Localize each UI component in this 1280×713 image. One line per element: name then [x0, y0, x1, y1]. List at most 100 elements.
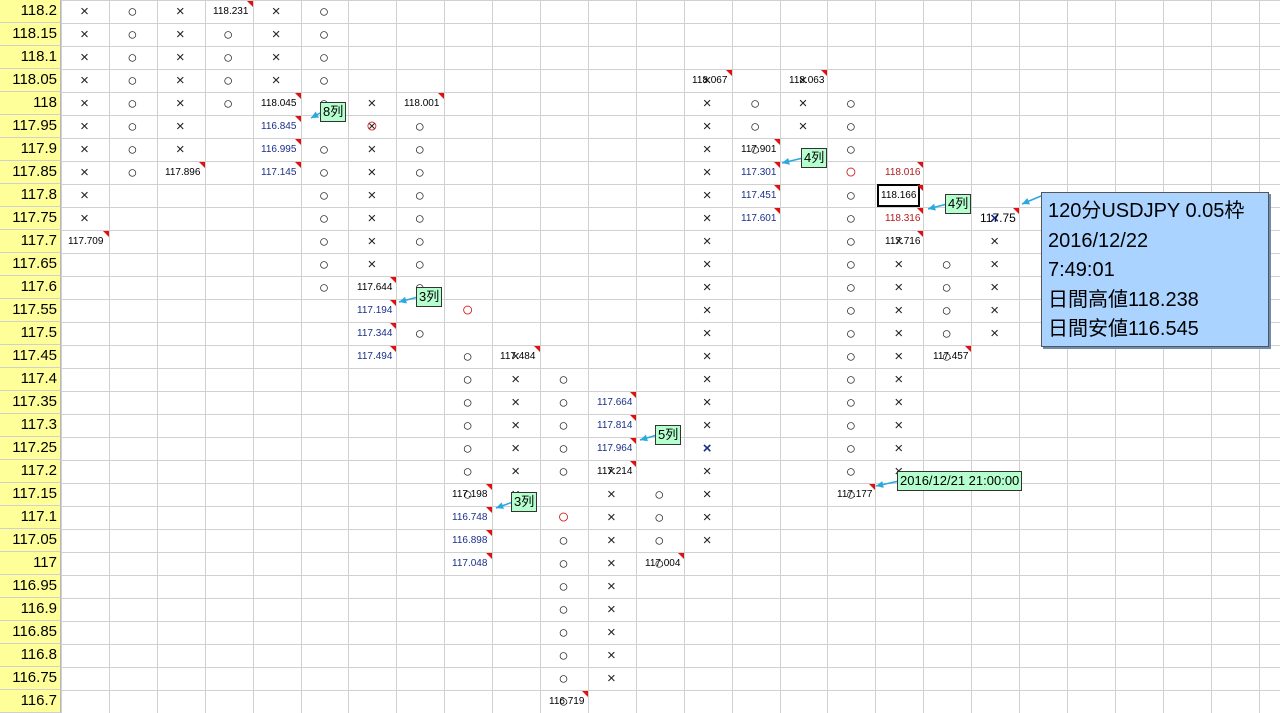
comment-marker-icon [726, 70, 732, 76]
x-mark: × [702, 348, 712, 365]
o-mark: ○ [845, 347, 857, 366]
price-level: 117.65 [0, 253, 61, 276]
x-mark: × [80, 164, 89, 181]
x-mark: × [80, 118, 89, 135]
o-mark: ○ [845, 439, 857, 458]
x-mark: × [990, 256, 999, 273]
comment-marker-icon [774, 139, 780, 145]
o-mark: ○ [223, 25, 234, 44]
o-mark: ○ [462, 347, 473, 366]
x-mark: × [607, 601, 616, 618]
o-mark: ○ [654, 531, 665, 550]
o-mark: ○ [558, 554, 569, 573]
o-mark: ○ [127, 25, 138, 44]
callout-note[interactable]: 2016/12/21 21:00:00 [897, 471, 1023, 491]
price-label: 117.664 [597, 397, 633, 408]
x-mark: × [702, 371, 712, 388]
x-mark: × [607, 509, 616, 526]
o-mark: ○ [223, 48, 234, 67]
x-mark: × [990, 302, 999, 319]
price-label: 116.845 [261, 121, 297, 132]
o-mark: ○ [654, 554, 665, 573]
x-mark: × [80, 3, 89, 20]
o-mark: ○ [845, 485, 857, 504]
callout-note[interactable]: 4列 [801, 148, 828, 168]
callout-note[interactable]: 4列 [945, 194, 972, 214]
price-label: 117.344 [357, 328, 393, 339]
x-mark: × [367, 256, 377, 273]
o-mark: ○ [845, 186, 857, 205]
price-label: 117.601 [741, 213, 777, 224]
price-label: 117.145 [261, 167, 297, 178]
comment-marker-icon [390, 346, 396, 352]
o-mark: ○ [462, 485, 473, 504]
price-label: 117.457 [933, 351, 969, 362]
o-mark: ○ [845, 94, 857, 113]
o-mark: ○ [845, 416, 857, 435]
price-level: 117.5 [0, 322, 61, 345]
price-level: 116.75 [0, 667, 61, 690]
info-line-date: 2016/12/22 [1048, 229, 1149, 252]
o-mark: ○ [558, 600, 569, 619]
o-mark: ○ [223, 94, 234, 113]
price-level: 117.8 [0, 184, 61, 207]
price-label: 117.644 [357, 282, 393, 293]
o-mark: ○ [845, 393, 857, 412]
price-label: 117.214 [597, 466, 633, 477]
x-mark: × [894, 371, 904, 388]
x-mark: × [175, 26, 185, 43]
callout-note[interactable]: 5列 [655, 425, 682, 445]
info-line-low: 日間安値116.545 [1048, 318, 1199, 340]
price-level: 117.9 [0, 138, 61, 161]
o-mark: ○ [414, 324, 425, 343]
o-mark: ○ [845, 140, 857, 159]
o-mark: ○ [558, 462, 569, 481]
o-mark: ○ [414, 232, 425, 251]
o-mark: ○ [318, 2, 330, 21]
o-mark: ○ [318, 25, 330, 44]
x-mark: × [894, 325, 904, 342]
x-mark: × [80, 95, 89, 112]
comment-marker-icon [486, 530, 492, 536]
price-level: 117.05 [0, 529, 61, 552]
x-mark: × [702, 72, 712, 89]
price-level: 117.7 [0, 230, 61, 253]
x-mark: × [798, 95, 808, 112]
info-line-high: 日間高値118.238 [1048, 288, 1199, 311]
callout-note[interactable]: 3列 [511, 492, 538, 512]
price-level: 117.45 [0, 345, 61, 368]
info-box[interactable]: 120分USDJPY 0.05枠 2016/12/22 7:49:01 日間高値… [1041, 192, 1269, 347]
comment-marker-icon [438, 93, 444, 99]
o-mark: ○ [558, 416, 569, 435]
price-label: 118.231 [213, 6, 249, 17]
price-label: 118.316 [885, 213, 921, 224]
comment-marker-icon [630, 415, 636, 421]
price-level: 117.4 [0, 368, 61, 391]
comment-marker-icon [917, 162, 923, 168]
price-level: 117.85 [0, 161, 61, 184]
x-mark: × [702, 164, 712, 181]
comment-marker-icon [1013, 208, 1019, 214]
o-mark: ○ [318, 232, 330, 251]
price-label: 117.451 [741, 190, 777, 201]
x-mark: × [175, 118, 185, 135]
comment-marker-icon [295, 139, 301, 145]
x-mark: × [702, 141, 712, 158]
price-label: 117.716 [885, 236, 921, 247]
x-mark: × [271, 72, 281, 89]
x-mark: × [702, 325, 712, 342]
price-label: 117.75 [980, 211, 1016, 225]
price-label: 116.719 [549, 696, 585, 707]
o-mark: ○ [318, 255, 330, 274]
o-mark: ○ [127, 2, 138, 21]
callout-note[interactable]: 3列 [416, 287, 443, 307]
o-mark: ○ [127, 140, 138, 159]
o-mark: ○ [318, 140, 330, 159]
o-mark: ○ [558, 393, 569, 412]
callout-note[interactable]: 8列 [320, 102, 347, 122]
x-mark: × [80, 49, 89, 66]
x-mark: × [607, 532, 616, 549]
price-level: 118.15 [0, 23, 61, 46]
comment-marker-icon [247, 1, 253, 7]
